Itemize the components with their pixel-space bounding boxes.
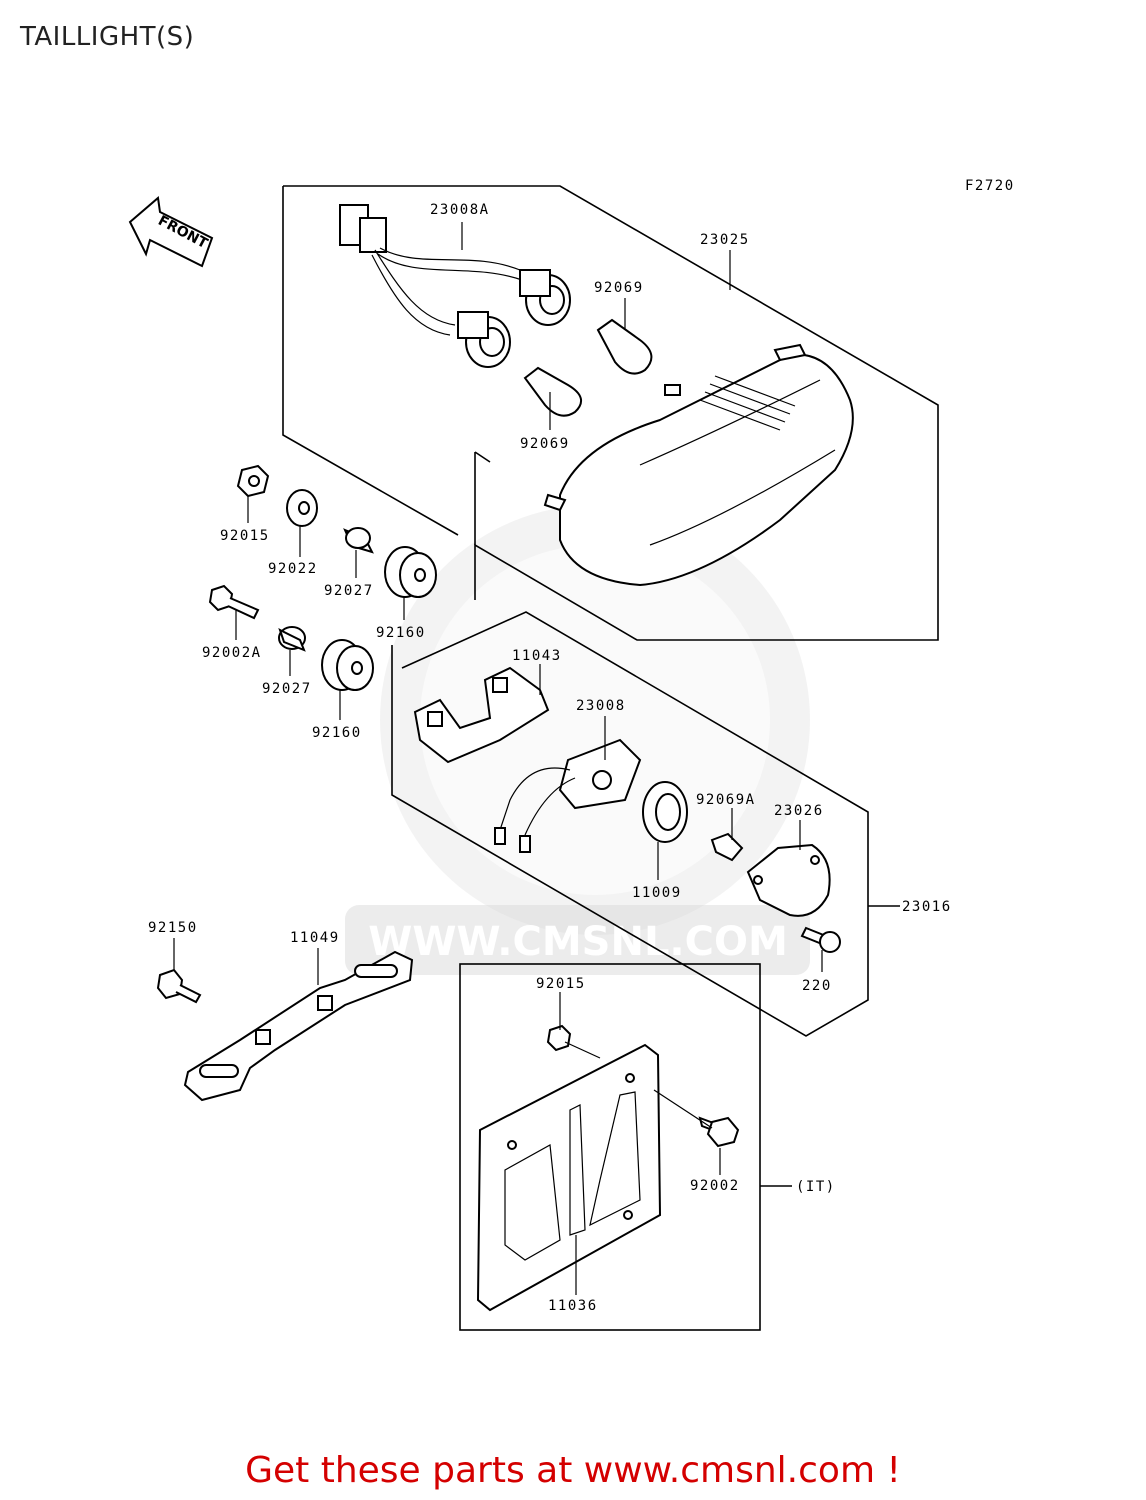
exploded-parts-diagram: WWW.CMSNL.COM F2720 FRONT xyxy=(128,178,1015,1331)
part-label-23025: 23025 xyxy=(700,232,750,248)
collar-92027-lower-icon xyxy=(278,626,306,652)
part-label-11043: 11043 xyxy=(512,648,562,664)
bracket-11049 xyxy=(183,950,414,1102)
license-light-assembly-box xyxy=(391,611,900,1037)
part-label-92150: 92150 xyxy=(148,920,198,936)
bolt-92002a-icon xyxy=(208,584,260,620)
screw-220-icon xyxy=(800,926,841,953)
part-label-92069-upper: 92069 xyxy=(594,280,644,296)
license-lens-23026 xyxy=(746,843,831,917)
part-label-23008a: 23008A xyxy=(430,202,490,218)
part-label-92160-lower: 92160 xyxy=(312,725,362,741)
gasket-11009-icon xyxy=(642,781,688,843)
part-label-92002: 92002 xyxy=(690,1178,740,1194)
part-label-92069-lower: 92069 xyxy=(520,436,570,452)
bolt-92150-icon xyxy=(156,968,202,1004)
bulb-92069a-icon xyxy=(710,832,744,862)
leader-lines xyxy=(173,222,823,1295)
watermark-text: WWW.CMSNL.COM xyxy=(368,919,788,965)
part-label-92022: 92022 xyxy=(268,561,318,577)
taillight-lens xyxy=(543,343,854,587)
grommet-92160-lower-icon xyxy=(321,639,374,691)
nut-92015-icon xyxy=(236,464,270,498)
part-label-92002a: 92002A xyxy=(202,645,262,661)
nut-92015-lower-icon xyxy=(546,1024,572,1052)
part-label-23026: 23026 xyxy=(774,803,824,819)
part-label-23016: 23016 xyxy=(902,899,952,915)
bulb-upper-icon xyxy=(596,318,653,375)
bulb-lower-icon xyxy=(523,366,583,417)
page-title: TAILLIGHT(S) xyxy=(20,22,195,52)
part-label-92015: 92015 xyxy=(220,528,270,544)
license-plate-box xyxy=(459,963,792,1331)
part-label-92027-upper: 92027 xyxy=(324,583,374,599)
part-label-it: (IT) xyxy=(796,1179,836,1195)
part-label-11036: 11036 xyxy=(548,1298,598,1314)
part-label-92069a: 92069A xyxy=(696,792,756,808)
part-label-220: 220 xyxy=(802,978,832,994)
part-label-92160-upper: 92160 xyxy=(376,625,426,641)
figure-code: F2720 xyxy=(965,178,1015,194)
part-label-23008: 23008 xyxy=(576,698,626,714)
part-label-92027-lower: 92027 xyxy=(262,681,312,697)
front-arrow-icon: FRONT xyxy=(128,196,214,268)
bracket-11043 xyxy=(413,666,550,764)
grommet-92160-upper-icon xyxy=(384,546,437,598)
washer-92022-icon xyxy=(286,489,318,527)
footer-link[interactable]: Get these parts at www.cmsnl.com ! xyxy=(245,1450,901,1491)
bolt-92002-icon xyxy=(698,1116,740,1148)
part-label-11049: 11049 xyxy=(290,930,340,946)
part-label-92015-lower: 92015 xyxy=(536,976,586,992)
taillight-assembly-box xyxy=(282,185,939,641)
socket-23008 xyxy=(494,738,642,853)
wire-harness xyxy=(339,204,571,368)
plate-holder-11036 xyxy=(476,1043,662,1312)
part-label-11009: 11009 xyxy=(632,885,682,901)
collar-92027-upper-icon xyxy=(343,527,374,554)
